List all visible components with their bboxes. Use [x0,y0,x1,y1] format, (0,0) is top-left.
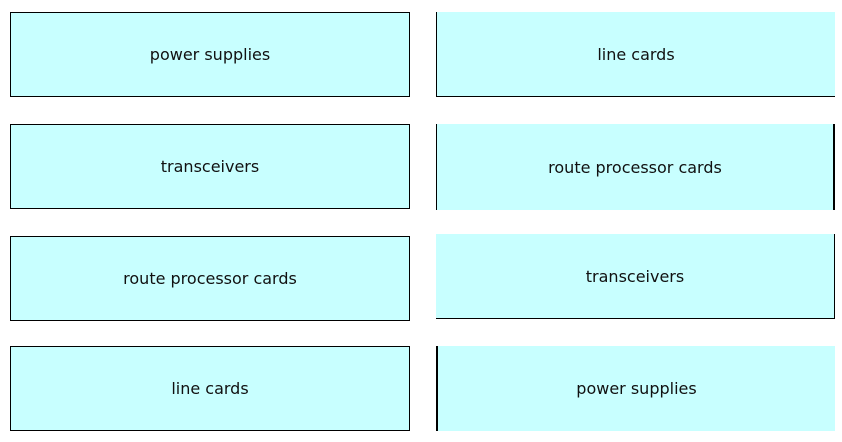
item-label: transceivers [585,266,685,286]
left-item-line-cards[interactable]: line cards [10,346,410,431]
right-item-transceivers[interactable]: transceivers [436,234,835,319]
item-label: transceivers [160,157,260,176]
left-item-power-supplies[interactable]: power supplies [10,12,410,97]
item-label: line cards [171,379,249,398]
left-item-route-processor-cards[interactable]: route processor cards [10,236,410,321]
left-item-transceivers[interactable]: transceivers [10,124,410,209]
item-label: line cards [597,44,675,64]
right-item-route-processor-cards[interactable]: route processor cards [436,124,835,210]
item-label: power supplies [576,379,697,398]
right-item-line-cards[interactable]: line cards [436,12,835,97]
right-item-power-supplies[interactable]: power supplies [436,346,835,431]
item-label: power supplies [149,45,271,64]
item-label: route processor cards [548,157,722,177]
item-label: route processor cards [123,269,297,288]
